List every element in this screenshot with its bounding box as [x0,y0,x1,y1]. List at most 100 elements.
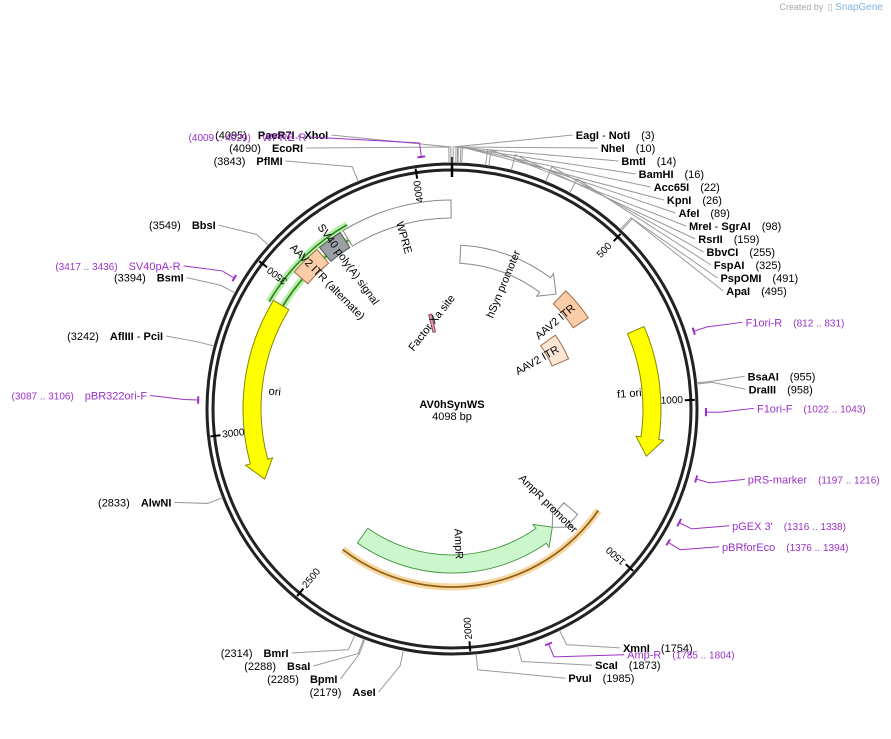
feature-ampr[interactable] [356,523,553,574]
site-pos-label: (4090) [229,143,261,155]
site-leader-line [510,154,696,240]
primer-label[interactable]: (4009 .. 4029) WPRE-R [189,132,307,144]
site-label[interactable]: (2179) AseI [310,687,376,699]
site-leader-line [166,335,215,347]
site-label[interactable]: BsaAI (955) [748,371,816,383]
site-label[interactable]: KpnI (26) [667,195,722,207]
feature-factor-xa-site[interactable] [428,313,437,333]
site-label[interactable]: Acc65I (22) [654,182,720,194]
tick-mark [258,260,268,269]
backbone-ring [205,157,699,656]
site-name2: SgrAI [721,221,750,233]
primer-leader-line [150,394,199,401]
primer-range: (1197 .. 1216) [818,475,880,486]
site-name: BsmI [157,273,184,285]
primer-label[interactable]: (3417 .. 3436) SV40pA-R [55,261,180,273]
site-label[interactable]: ApaI (495) [726,286,787,298]
plasmid-name: AV0hSynWS [419,399,484,411]
site-name2: XhoI [304,130,328,142]
feature-label: ori [268,386,281,399]
site-label[interactable]: (3843) PflMI [214,156,283,168]
site-pos-label: (325) [755,260,781,272]
site-label[interactable]: DraIII (958) [749,384,813,396]
primer-name: F1ori-F [757,403,793,415]
primer-mark [231,274,238,282]
site-leader-line [545,166,704,253]
primer-label[interactable]: (3087 .. 3106) pBR322ori-F [12,390,148,402]
site-label[interactable]: (2288) BsaI [244,661,310,673]
primer-label[interactable]: pRS-marker (1197 .. 1216) [748,474,880,486]
site-leader-line [559,630,621,649]
feature-ori[interactable] [242,299,290,480]
tick-label: 1000 [661,395,684,407]
primer-label[interactable]: pBRforEco (1376 .. 1394) [722,542,848,554]
site-name: XmnI [623,643,650,655]
feature-aav2-itr[interactable] [540,334,570,367]
primer-mark [665,538,671,546]
site-label[interactable]: NheI (10) [601,143,655,155]
site-leader-line [619,217,718,279]
tick-mark [296,587,305,597]
orf-arc [342,509,599,588]
site-sep: - [712,221,722,233]
site-label[interactable]: PspOMI (491) [720,273,798,285]
site-name: EcoRI [272,143,303,155]
site-label[interactable]: RsrII (159) [698,234,759,246]
primer-label[interactable]: Amp-R (1785 .. 1804) [627,650,735,662]
site-pos-label: (3) [641,130,654,142]
primer-label[interactable]: pGEX 3' (1316 .. 1338) [732,521,846,533]
site-pos-label: (495) [761,286,787,298]
feature-sv40-poly-a-signal[interactable] [318,231,351,263]
site-leader-line [461,146,665,201]
primer-label[interactable]: F1ori-R (812 .. 831) [746,317,845,329]
site-leader-line [696,375,745,384]
feature-aav2-itr[interactable] [552,290,590,329]
site-label[interactable]: (3549) BbsI [149,220,216,232]
site-leader-line [475,653,566,679]
site-leader-line [484,148,676,214]
site-label[interactable]: (2314) BmrI [221,648,289,660]
site-label[interactable]: MreI - SgrAI (98) [689,221,781,233]
primer-range: (3417 .. 3436) [55,262,117,273]
feature-aav2-itr-alternate-[interactable] [293,248,330,285]
site-leader-line [186,277,236,294]
site-label[interactable]: AfeI (89) [679,208,730,220]
primer-mark [691,327,696,335]
feature-f1-ori[interactable] [626,325,665,458]
site-label[interactable]: (4095) PaeR7I - XhoI [215,130,328,142]
feature-label: Factor Xa site [407,293,458,354]
site-label[interactable]: (3242) AflIII - PciI [67,331,163,343]
site-name: BamHI [639,169,674,181]
site-pos-label: (3549) [149,220,181,232]
tick-label: 3000 [222,427,246,440]
site-pos-label: (2285) [267,674,299,686]
site-pos-label: (1754) [661,643,693,655]
plasmid-size: 4098 bp [432,411,472,423]
site-label[interactable]: PvuI (1985) [568,673,634,685]
site-label[interactable]: XmnI (1754) [623,643,693,655]
snapgene-logo-icon: ▯ [825,2,833,12]
feature-hsyn-promoter[interactable] [459,244,557,297]
site-label[interactable]: BamHI (16) [639,169,704,181]
site-name: ScaI [595,660,618,672]
tick-label: 2500 [300,566,323,590]
site-label[interactable]: (2285) BpmI [267,674,337,686]
site-label[interactable]: BmtI (14) [621,156,676,168]
site-label[interactable]: ScaI (1873) [595,660,660,672]
site-label[interactable]: BbvCI (255) [707,247,775,259]
site-label[interactable]: FspAI (325) [714,260,781,272]
feature-ampr-promoter[interactable] [551,502,579,528]
site-name2: NotI [609,130,630,142]
site-pos-label: (4095) [215,130,247,142]
primer-leader-line [705,407,755,413]
site-label[interactable]: (4090) EcoRI [229,143,303,155]
primer-label[interactable]: F1ori-F (1022 .. 1043) [757,403,866,415]
site-label[interactable]: (2833) AlwNI [98,497,171,509]
site-name: RsrII [698,234,722,246]
site-label[interactable]: EagI - NotI (3) [576,130,655,142]
feature-wpre[interactable] [342,199,452,247]
site-label[interactable]: (3394) BsmI [114,273,184,285]
site-name: PaeR7I [258,130,295,142]
site-leader-line [331,134,452,164]
site-name: AfeI [679,208,700,220]
